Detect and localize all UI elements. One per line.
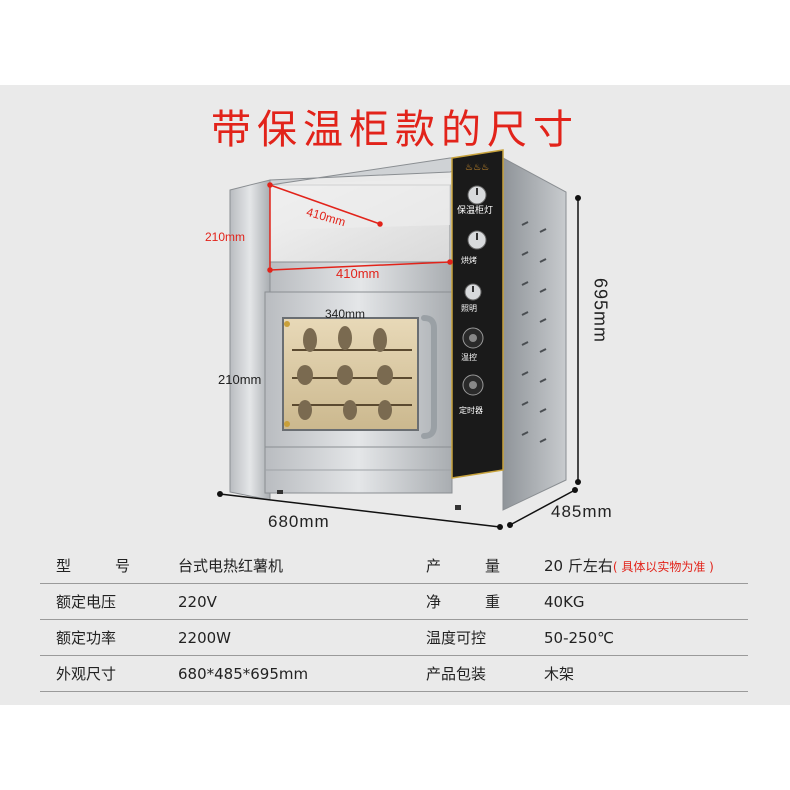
control-label-timer: 定时器 xyxy=(459,406,483,415)
dimension-overall-depth: 485mm xyxy=(551,502,613,521)
control-label-temp: 温控 xyxy=(461,353,477,362)
overall-dimension-lines xyxy=(219,198,579,528)
spec-label: 温度可控 xyxy=(410,619,544,656)
oven-feet xyxy=(277,490,461,510)
spec-value: 40KG xyxy=(544,583,748,620)
spec-value: 50-250℃ xyxy=(544,619,748,656)
spec-label: 净重 xyxy=(410,583,544,620)
oven-left-column xyxy=(229,179,271,501)
spec-label: 外观尺寸 xyxy=(40,655,174,692)
control-panel: ♨♨♨ xyxy=(451,149,504,479)
oven-window xyxy=(282,317,419,431)
dimension-window-height: 210mm xyxy=(218,372,262,387)
dimension-top-width: 410mm xyxy=(336,266,380,281)
page-title: 带保温柜款的尺寸 xyxy=(211,107,579,153)
side-vents xyxy=(521,221,547,443)
spec-table: 型号 台式电热红薯机 产量 20 斤左右( 具体以实物为准 ) 额定电压 220… xyxy=(40,548,748,692)
control-label-light: 照明 xyxy=(461,304,477,313)
sweet-potato-racks xyxy=(297,326,393,420)
oven-side-panel xyxy=(502,157,567,511)
spec-value: 220V xyxy=(174,583,410,620)
warming-cabinet-dimension-lines xyxy=(267,182,453,273)
dimension-overall-width: 680mm xyxy=(268,512,330,531)
table-row: 型号 台式电热红薯机 产量 20 斤左右( 具体以实物为准 ) xyxy=(40,548,748,584)
table-row: 额定电压 220V 净重 40KG xyxy=(40,583,748,620)
dimension-end-points xyxy=(217,195,581,530)
svg-text:♨♨♨: ♨♨♨ xyxy=(465,163,489,173)
spec-value: 680*485*695mm xyxy=(174,655,410,692)
spec-label: 额定电压 xyxy=(40,583,174,620)
control-label-bake: 烘烤 xyxy=(461,256,477,265)
spec-value: 20 斤左右( 具体以实物为准 ) xyxy=(544,548,748,584)
spec-label: 产品包装 xyxy=(410,655,544,692)
warming-cabinet xyxy=(269,157,504,293)
spec-value: 木架 xyxy=(544,655,748,692)
table-row: 外观尺寸 680*485*695mm 产品包装 木架 xyxy=(40,655,748,692)
control-knobs xyxy=(462,185,487,396)
spec-note: ( 具体以实物为准 ) xyxy=(612,560,714,574)
spec-label: 产量 xyxy=(410,548,544,584)
dimension-overall-height: 695mm xyxy=(590,277,611,344)
dimension-window-width: 340mm xyxy=(325,307,366,321)
door-handle xyxy=(421,315,437,439)
spec-value: 2200W xyxy=(174,619,410,656)
spec-value: 台式电热红薯机 xyxy=(174,548,410,584)
dimension-top-height: 210mm xyxy=(205,230,246,244)
control-label-warming-light: 保温柜灯 xyxy=(457,205,494,215)
spec-label: 型号 xyxy=(40,548,174,584)
table-row: 额定功率 2200W 温度可控 50-250℃ xyxy=(40,619,748,656)
spec-label: 额定功率 xyxy=(40,619,174,656)
